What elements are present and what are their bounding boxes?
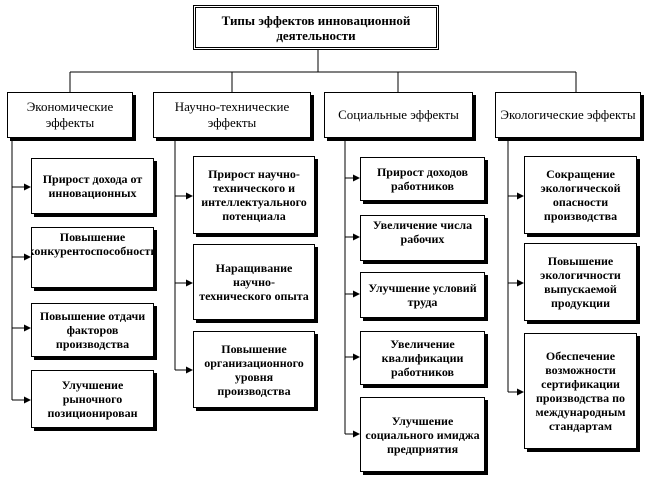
economic-item-income-growth: Прирост дохода от инновационных <box>31 158 154 214</box>
scitech-item-organization: Повышение организационного уровня произв… <box>193 331 315 408</box>
ecological-item-certification: Обеспечение возможности сертификации про… <box>524 333 637 449</box>
category-ecological: Экологические эффекты <box>495 92 641 138</box>
social-item-working-conditions: Улучшение условий труда <box>360 272 485 318</box>
category-scitech: Научно-технические эффекты <box>153 92 311 138</box>
social-item-qualification: Увеличение квалификации работников <box>360 331 485 385</box>
economic-item-market-positioning: Улучшение рыночного позиционирован <box>31 370 154 428</box>
category-social: Социальные эффекты <box>324 92 473 138</box>
ecological-item-products: Повышение экологичности выпускаемой прод… <box>524 243 637 321</box>
scitech-item-potential-growth: Прирост научно-технического и интеллекту… <box>193 156 315 234</box>
social-item-image: Улучшение социального имиджа предприятия <box>360 397 485 472</box>
category-economic: Экономические эффекты <box>7 92 133 138</box>
scitech-item-experience: Наращивание научно-технического опыта <box>193 244 315 320</box>
social-item-income: Прирост доходов работников <box>360 157 485 201</box>
root-node: Типы эффектов инновационной деятельности <box>193 5 439 50</box>
social-item-jobs: Увеличение числа рабочих <box>360 215 485 261</box>
ecological-item-hazard-reduction: Сокращение экологической опасности произ… <box>524 156 637 234</box>
economic-item-factor-returns: Повышение отдачи факторов производства <box>31 303 154 357</box>
economic-item-competitiveness: Повышение конкурентоспособности <box>31 227 154 288</box>
